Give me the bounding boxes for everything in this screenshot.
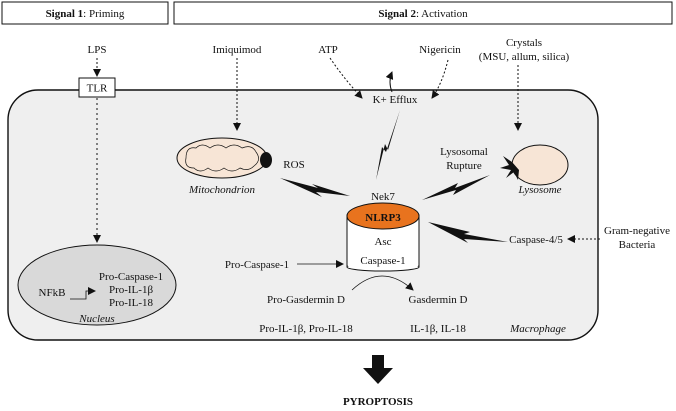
asc-label: Asc: [374, 236, 391, 248]
gram-negative-label-1: Gram-negative: [604, 225, 670, 237]
nucleus-gene-1: Pro-Caspase-1: [99, 271, 163, 283]
nucleus-label: Nucleus: [78, 313, 114, 325]
nucleus: [17, 244, 177, 326]
signal1-header-box: [1, 1, 169, 25]
lysosome-lightning-bolt: [422, 175, 490, 200]
atp-arrow: [329, 57, 363, 99]
nfkb-label: NFkB: [39, 287, 66, 299]
mitochondrion: [176, 137, 268, 179]
nlrp3-disc: [346, 202, 420, 230]
tlr-label: TLR: [87, 83, 108, 95]
mitochondrion-label: Mitochondrion: [188, 184, 255, 196]
nucleus-gene-3: Pro-IL-18: [109, 297, 153, 309]
cleavage-arrow: [351, 275, 414, 291]
signal1-header: Signal 1: Priming: [46, 8, 125, 20]
ros-label: ROS: [283, 159, 304, 171]
promoter-arrow: [70, 287, 96, 300]
lysosomal-rupture-label-2: Rupture: [446, 160, 482, 172]
lysosome-label: Lysosome: [517, 184, 561, 196]
lps-label: LPS: [88, 44, 107, 56]
gasdermin-label: Gasdermin D: [409, 294, 468, 306]
crystals-label-2: (MSU, allum, silica): [479, 51, 570, 63]
lysosomal-rupture-label-1: Lysosomal: [440, 146, 488, 158]
gram-negative-label-2: Bacteria: [619, 239, 656, 251]
signal2-header-box: [173, 1, 673, 25]
k-efflux-label: K+ Efflux: [373, 94, 418, 106]
pro-il-label: Pro-IL-1β, Pro-IL-18: [259, 323, 353, 335]
atp-label: ATP: [318, 44, 338, 56]
macrophage-label: Macrophage: [509, 323, 566, 335]
lysosome: [511, 144, 569, 186]
rupture-burst: [500, 156, 519, 180]
nek7-label: Nek7: [371, 191, 395, 203]
il-label: IL-1β, IL-18: [410, 323, 466, 335]
caspase45-lightning-bolt: [428, 222, 508, 243]
caspase1-label: Caspase-1: [360, 255, 405, 267]
signal2-header: Signal 2: Activation: [378, 8, 468, 20]
caspase45-label: Caspase-4/5: [509, 234, 563, 246]
mitochondrion-pore: [260, 152, 272, 168]
pro-caspase1-label: Pro-Caspase-1: [225, 259, 289, 271]
crystals-label-1: Crystals: [506, 37, 542, 49]
pro-gasdermin-label: Pro-Gasdermin D: [267, 294, 345, 306]
pyroptosis-arrow: [363, 355, 393, 384]
nucleus-gene-2: Pro-IL-1β: [109, 284, 153, 296]
imiquimod-label: Imiquimod: [213, 44, 262, 56]
inflammasome-fill: [348, 246, 418, 266]
nlrp3-label: NLRP3: [365, 212, 401, 224]
k-efflux-arrow: [385, 71, 394, 93]
nigericin-label: Nigericin: [419, 44, 461, 56]
mitochondrion-cristae: [185, 144, 259, 172]
pyroptosis-label: PYROPTOSIS: [343, 396, 413, 408]
ros-lightning-bolt: [280, 178, 350, 197]
tlr-receptor: [78, 77, 116, 98]
